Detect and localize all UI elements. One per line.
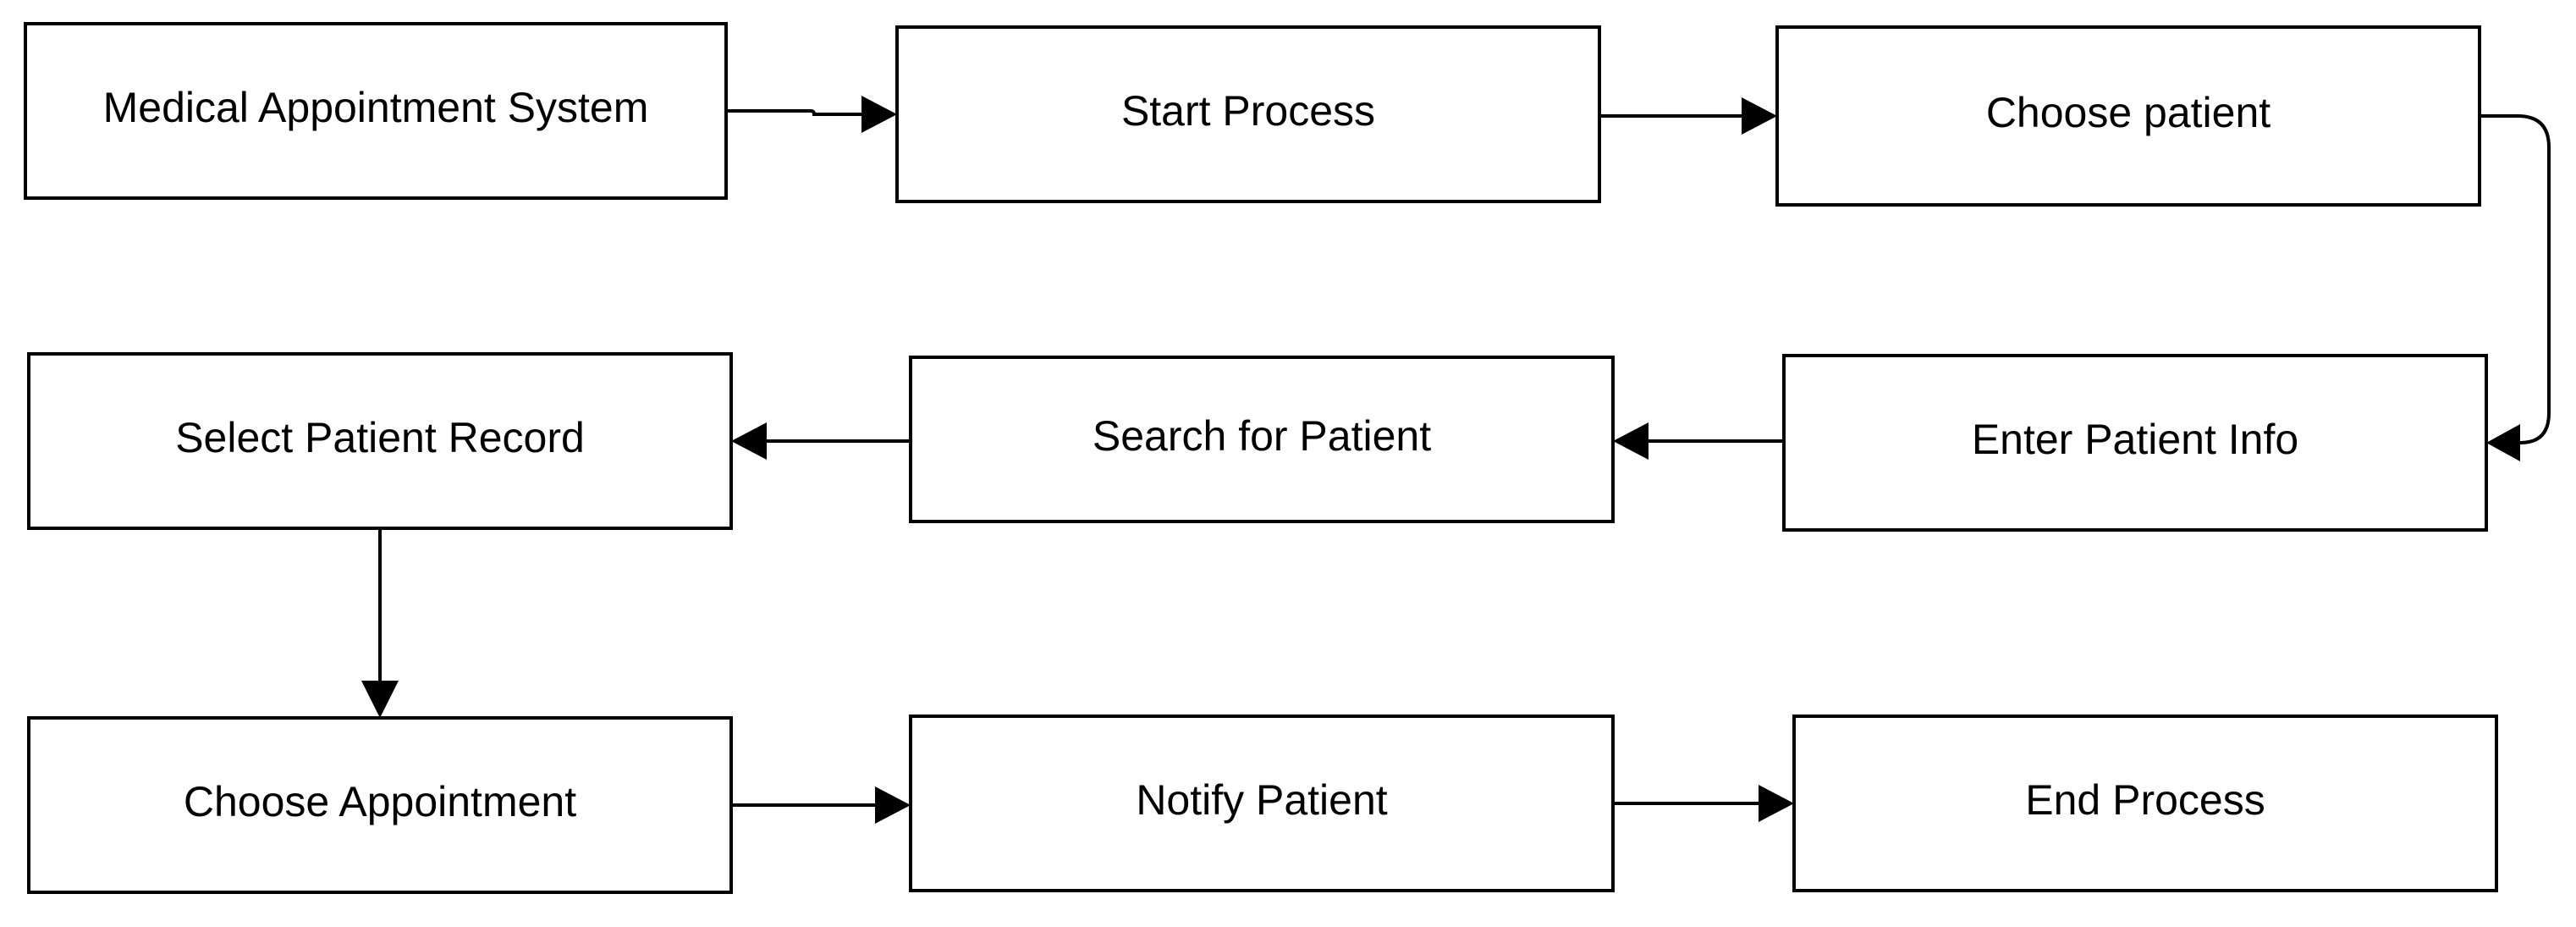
node-box <box>1775 25 2481 207</box>
arrowhead-icon <box>1759 785 1794 822</box>
node-medical-appointment-system: Medical Appointment System <box>24 22 728 200</box>
node-box <box>909 715 1615 892</box>
node-box <box>27 352 733 530</box>
node-box <box>895 25 1601 203</box>
arrowhead-icon <box>361 681 399 718</box>
node-label: Choose patient <box>1986 89 2271 136</box>
edge-choose-patient-to-enter-patient-info <box>2480 114 2551 461</box>
edge-medical-appointment-system-to-start-process <box>726 96 897 133</box>
node-label: Enter Patient Info <box>1972 416 2298 463</box>
node-label: End Process <box>2025 776 2265 824</box>
connector-line <box>2480 114 2551 444</box>
node-enter-patient-info: Enter Patient Info <box>1782 354 2488 532</box>
node-search-for-patient: Search for Patient <box>909 356 1615 523</box>
node-label: Start Process <box>1121 87 1375 135</box>
arrowhead-icon <box>2486 424 2520 461</box>
arrowhead-icon <box>875 786 911 824</box>
node-label: Choose Appointment <box>184 778 576 825</box>
node-choose-appointment: Choose Appointment <box>27 716 733 894</box>
node-start-process: Start Process <box>895 25 1601 203</box>
node-label: Medical Appointment System <box>103 84 649 131</box>
node-label: Select Patient Record <box>175 414 585 461</box>
node-box <box>27 716 733 894</box>
arrowhead-icon <box>1742 97 1777 135</box>
node-notify-patient: Notify Patient <box>909 715 1615 892</box>
node-end-process: End Process <box>1792 715 2498 892</box>
edge-notify-patient-to-end-process <box>1613 785 1794 822</box>
node-select-patient-record: Select Patient Record <box>27 352 733 530</box>
arrowhead-icon <box>1613 422 1649 460</box>
arrowhead-icon <box>861 96 897 133</box>
node-box <box>24 22 728 200</box>
edge-start-process-to-choose-patient <box>1599 97 1777 135</box>
node-label: Notify Patient <box>1136 776 1387 824</box>
edge-choose-appointment-to-notify-patient <box>731 786 911 824</box>
edge-search-for-patient-to-select-patient-record <box>731 422 911 460</box>
node-box <box>909 356 1615 523</box>
node-choose-patient: Choose patient <box>1775 25 2481 207</box>
arrowhead-icon <box>731 422 767 460</box>
edge-enter-patient-info-to-search-for-patient <box>1613 422 1784 460</box>
edge-select-patient-record-to-choose-appointment <box>361 528 399 718</box>
connector-line <box>726 109 865 116</box>
node-label: Search for Patient <box>1093 412 1431 460</box>
node-box <box>1782 354 2488 532</box>
